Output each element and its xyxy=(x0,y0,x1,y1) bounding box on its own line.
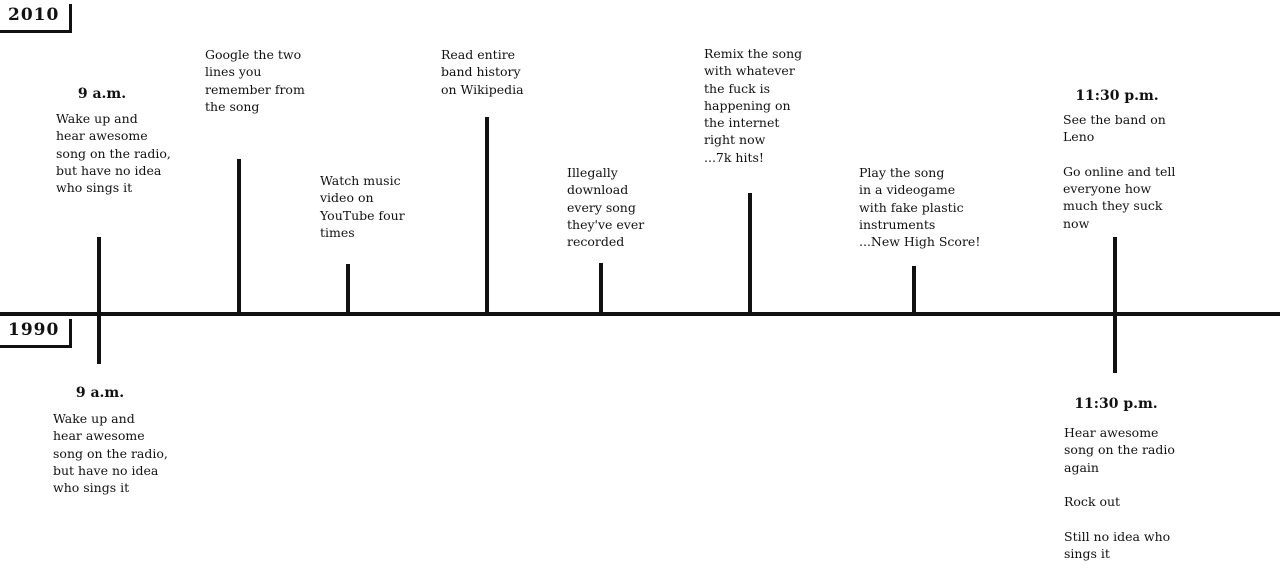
event-2010-8-time: 11:30 p.m. xyxy=(1075,88,1159,104)
year-2010-label: 2010 xyxy=(0,4,73,33)
event-2010-1-time: 9 a.m. xyxy=(77,86,127,102)
tick-2010-remix xyxy=(748,193,752,315)
tick-2010-wikipedia xyxy=(485,117,489,315)
tick-2010-videogame xyxy=(912,266,916,315)
year-1990-label: 1990 xyxy=(0,319,73,348)
event-2010-2-text: Google the two lines you remember from t… xyxy=(205,47,305,114)
timeline-axis xyxy=(0,312,1280,316)
tick-2010-youtube xyxy=(346,264,350,315)
event-2010-4-text: Read entire band history on Wikipedia xyxy=(441,47,524,97)
tick-1990-wake-up xyxy=(97,312,101,364)
tick-2010-wake-up xyxy=(97,237,101,315)
tick-2010-leno xyxy=(1113,237,1117,315)
tick-2010-google xyxy=(237,159,241,315)
event-1990-1-text: Wake up and hear awesome song on the rad… xyxy=(53,411,168,496)
event-2010-5-text: Illegally download every song they've ev… xyxy=(567,165,645,250)
event-2010-3-text: Watch music video on YouTube four times xyxy=(320,173,405,240)
event-2010-6-text: Remix the song with whatever the fuck is… xyxy=(704,46,803,165)
event-1990-2-text: Hear awesome song on the radio again Roc… xyxy=(1064,425,1175,562)
event-2010-7-text: Play the song in a videogame with fake p… xyxy=(859,165,981,250)
tick-1990-rock-out xyxy=(1113,312,1117,373)
event-1990-1-time: 9 a.m. xyxy=(75,385,125,401)
event-2010-1-text: Wake up and hear awesome song on the rad… xyxy=(56,111,171,196)
tick-2010-download xyxy=(599,263,603,315)
event-1990-2-time: 11:30 p.m. xyxy=(1074,396,1158,412)
event-2010-8-text: See the band on Leno Go online and tell … xyxy=(1063,112,1176,231)
